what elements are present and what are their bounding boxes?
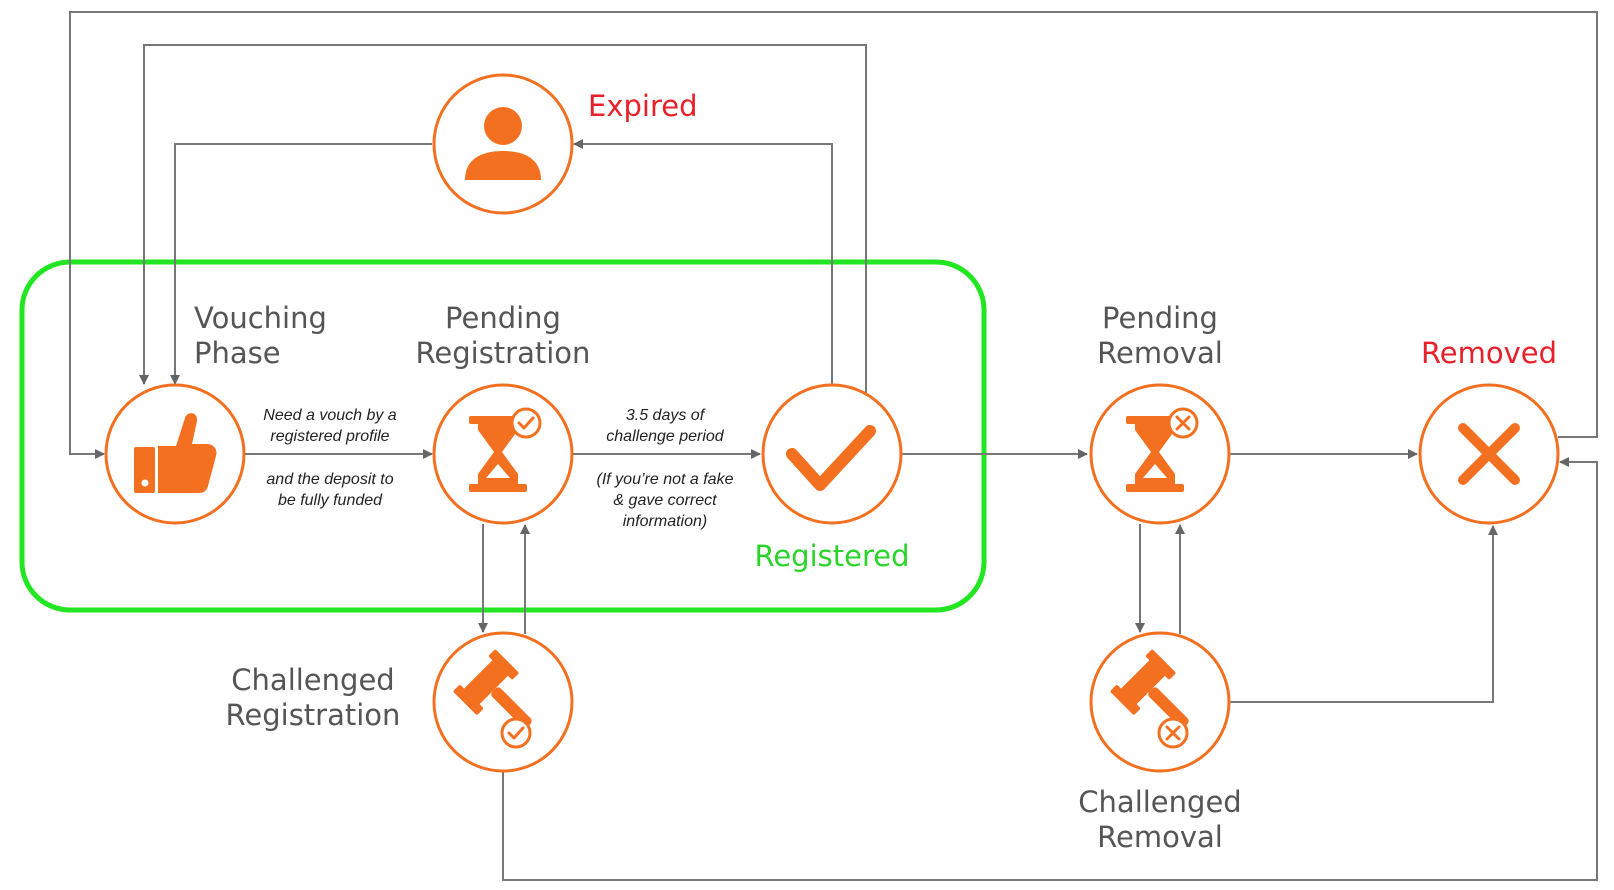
label-pending-registration-line2: Registration — [416, 336, 591, 370]
label-challenged-removal-line1: Challenged — [1078, 785, 1241, 819]
node-challenged-removal — [1089, 631, 1231, 773]
label-expired: Expired — [588, 89, 698, 123]
node-vouching-phase — [104, 383, 246, 525]
node-pending-registration — [432, 383, 574, 525]
node-expired — [432, 73, 574, 215]
note-deposit-line1: and the deposit to — [266, 471, 393, 488]
label-registered: Registered — [754, 539, 909, 573]
label-pending-removal-line1: Pending — [1102, 301, 1218, 335]
note-challenge-line1: 3.5 days of — [626, 407, 706, 424]
node-challenged-registration — [432, 631, 574, 773]
arrow-challenged-registration-to-removed — [502, 457, 1598, 881]
label-removed: Removed — [1421, 336, 1557, 370]
label-challenged-registration-line2: Registration — [226, 698, 401, 732]
hourglass-x-icon — [1126, 407, 1199, 492]
arrow-registered-to-vouching — [139, 44, 867, 394]
note-vouch-line1: Need a vouch by a — [263, 407, 397, 424]
note-fake-line3: information) — [623, 513, 707, 530]
thumbs-up-icon — [134, 413, 217, 493]
label-pending-registration-line1: Pending — [445, 301, 561, 335]
note-challenge-line2: challenge period — [606, 428, 725, 445]
hourglass-check-icon — [469, 407, 542, 492]
label-challenged-removal-line2: Removal — [1097, 820, 1223, 854]
registration-highlight-box — [19, 259, 987, 613]
arrow-registered-to-expired — [573, 139, 833, 384]
node-registered — [761, 383, 903, 525]
note-vouch-line2: registered profile — [270, 428, 389, 445]
checkmark-icon — [786, 425, 876, 491]
arrow-removed-to-vouching — [69, 11, 1598, 459]
arrow-expired-to-vouching — [170, 143, 432, 385]
note-deposit-line2: be fully funded — [278, 492, 383, 509]
gavel-check-icon — [453, 649, 532, 749]
node-pending-removal — [1089, 383, 1231, 525]
note-fake-line1: (If you’re not a fake — [597, 471, 734, 488]
x-mark-icon — [1458, 423, 1520, 485]
node-removed — [1418, 383, 1560, 525]
arrow-challenged-removal-to-removed — [1228, 525, 1498, 703]
label-vouching-line1: Vouching — [194, 301, 327, 335]
label-pending-removal-line2: Removal — [1097, 336, 1223, 370]
person-icon — [465, 107, 541, 180]
label-challenged-registration-line1: Challenged — [231, 663, 394, 697]
label-vouching-line2: Phase — [194, 336, 281, 370]
gavel-x-icon — [1110, 649, 1189, 749]
note-fake-line2: & gave correct — [613, 492, 717, 509]
